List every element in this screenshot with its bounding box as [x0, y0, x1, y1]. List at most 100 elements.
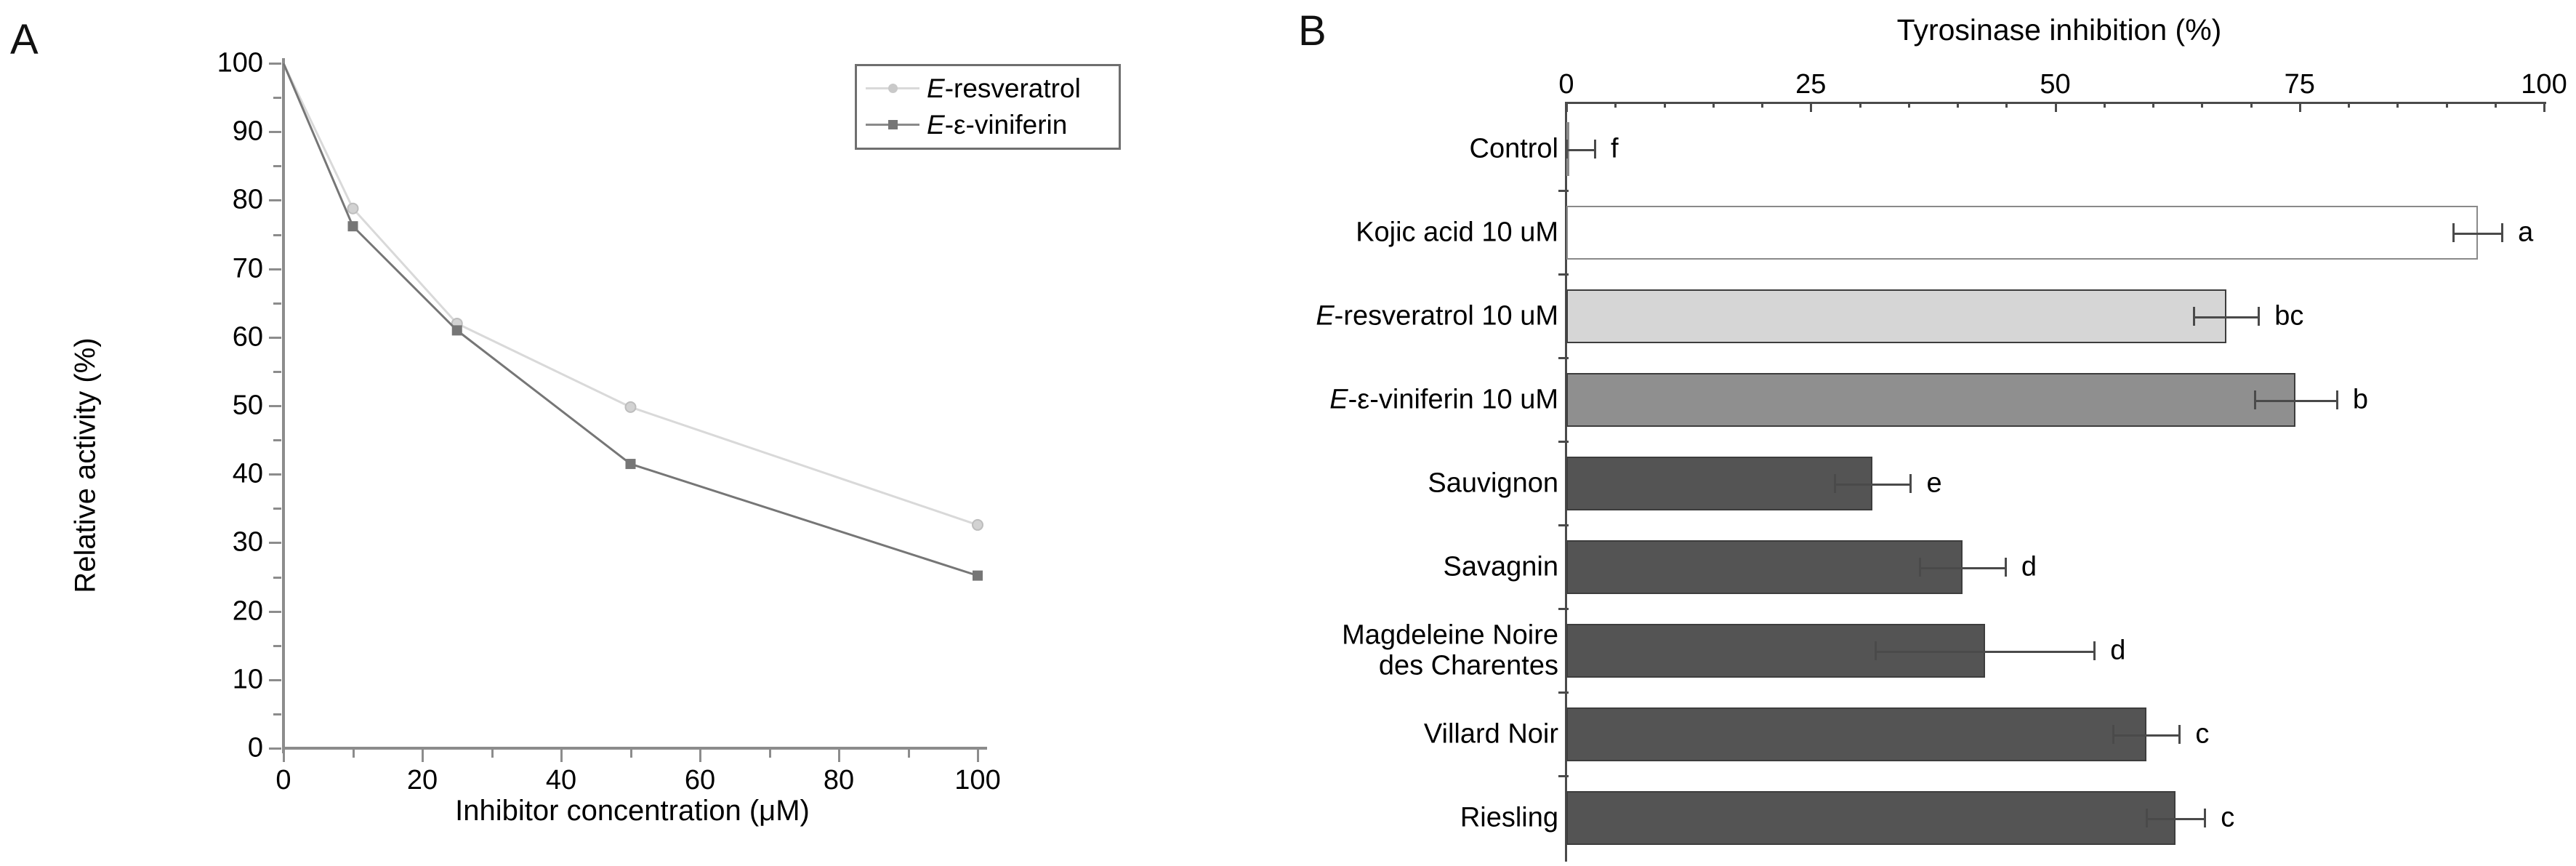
panel-b-x-tick-minor — [1712, 102, 1715, 108]
panel-b-category-label: Sauvignon — [1428, 468, 1558, 499]
panel-a-x-tick — [699, 750, 701, 762]
panel-a-y-tick — [269, 610, 281, 613]
panel-a-x-tick-label: 60 — [684, 765, 716, 795]
panel-b-category-tick — [1558, 608, 1569, 610]
panel-b-x-tick-minor — [2494, 102, 2497, 108]
panel-b-significance-letter: f — [1611, 133, 1619, 164]
panel-a-x-tick-minor — [491, 750, 494, 758]
panel-b-error-cap — [1918, 557, 1921, 577]
panel-b-category-tick — [1558, 357, 1569, 359]
panel-b-significance-letter: e — [1926, 468, 1942, 498]
panel-b-category-label: Riesling — [1460, 802, 1558, 833]
panel-a-y-tick-minor — [273, 713, 281, 715]
panel-b-error-cap — [1909, 473, 1912, 493]
panel-b-bar — [1566, 540, 1963, 594]
panel-a-letter: A — [10, 16, 39, 63]
panel-b-significance-letter: d — [2021, 551, 2037, 582]
panel-a-y-tick — [269, 542, 281, 545]
panel-a-y-tick-minor — [273, 165, 281, 168]
panel-b-error-cap — [1875, 641, 1877, 660]
panel-b-significance-letter: c — [2221, 802, 2235, 833]
panel-a-data-point — [347, 202, 359, 215]
panel-b-x-tick — [2543, 102, 2545, 112]
panel-b-category-tick — [1558, 441, 1569, 443]
panel-b-category-label: Kojic acid 10 uM — [1356, 217, 1558, 248]
panel-b-category-tick — [1558, 691, 1569, 694]
panel-b-error-cap — [2178, 724, 2181, 744]
panel-b-x-tick-minor — [2250, 102, 2253, 108]
panel-b-error-bar — [2254, 399, 2337, 402]
panel-a-y-tick-label: 100 — [217, 47, 263, 79]
panel-b-x-tick — [2298, 102, 2301, 112]
panel-a-x-tick-minor — [907, 750, 910, 758]
panel-a-y-tick — [269, 63, 281, 65]
panel-a-y-axis-label: Relative activity (%) — [69, 337, 102, 593]
panel-b-bar — [1566, 372, 2296, 427]
panel-a-data-point — [451, 325, 462, 336]
panel-a-y-tick — [269, 268, 281, 270]
panel-b-x-tick — [1566, 102, 1568, 112]
panel-a-y-tick-minor — [273, 644, 281, 647]
panel-a-y-tick-label: 80 — [232, 184, 263, 215]
panel-b-significance-letter: a — [2518, 217, 2534, 247]
panel-b-error-cap — [1833, 473, 1836, 493]
panel-a-y-tick-label: 20 — [232, 596, 263, 627]
panel-b-error-cap — [2452, 222, 2455, 242]
panel-a-y-tick-label: 90 — [232, 116, 263, 147]
panel-b-category-label: Control — [1469, 133, 1559, 164]
panel-a-y-tick-minor — [273, 97, 281, 100]
legend-key-resveratrol-icon — [866, 81, 919, 97]
panel-a-y-tick-minor — [273, 576, 281, 579]
panel-a-x-tick — [838, 750, 840, 762]
panel-b-significance-letter: c — [2195, 718, 2210, 749]
panel-b-significance-letter: b — [2352, 384, 2368, 414]
panel-b-x-tick-minor — [2103, 102, 2106, 108]
panel-b-x-tick-label: 50 — [2040, 69, 2071, 100]
panel-a-y-tick-minor — [273, 439, 281, 442]
panel-a-x-tick — [283, 750, 285, 762]
panel-a-y-tick-label: 40 — [232, 458, 263, 489]
panel-a-x-axis-label: Inhibitor concentration (μM) — [455, 795, 810, 827]
panel-b-x-tick — [2054, 102, 2057, 112]
legend-label-resveratrol: E-resveratrol — [927, 73, 1081, 103]
panel-b-error-cap — [2253, 390, 2256, 409]
panel-b-error-cap — [2204, 808, 2207, 827]
panel-b-x-tick-minor — [2152, 102, 2154, 108]
panel-a-y-axis-line — [282, 58, 285, 753]
panel-b-error-bar — [2452, 232, 2503, 235]
panel-b-error-cap — [2093, 641, 2096, 660]
panel-a-x-tick-label: 0 — [275, 765, 291, 795]
panel-a-y-tick-label: 70 — [232, 253, 263, 284]
panel-a-y-tick-minor — [273, 370, 281, 373]
legend-item-viniferin: E-ε-viniferin — [866, 107, 1111, 143]
panel-b-error-bar — [2112, 734, 2180, 737]
panel-b-x-tick-minor — [2005, 102, 2008, 108]
panel-a-y-tick — [269, 199, 281, 202]
panel-a-y-tick-label: 10 — [232, 664, 263, 695]
panel-a-x-tick-label: 20 — [406, 765, 438, 795]
panel-b-error-cap — [2145, 808, 2148, 827]
panel-b-x-tick-minor — [2396, 102, 2399, 108]
panel-a-x-tick-minor — [352, 750, 355, 758]
panel-a-y-tick-minor — [273, 302, 281, 305]
panel-a-y-tick-minor — [273, 233, 281, 236]
panel-a-y-tick — [269, 336, 281, 339]
panel-a-x-tick — [977, 750, 979, 762]
panel-b-error-cap — [2193, 306, 2196, 326]
panel-b-significance-letter: bc — [2274, 300, 2304, 331]
panel-b-category-label: E-resveratrol 10 uM — [1316, 300, 1558, 332]
panel-a-y-tick — [269, 405, 281, 407]
panel-b-error-cap — [2501, 222, 2504, 242]
panel-b-letter: B — [1298, 7, 1327, 55]
panel-b-error-bar — [1834, 483, 1911, 486]
panel-a-data-point — [972, 518, 983, 531]
panel-a-data-point — [973, 570, 983, 581]
panel-a-data-point — [625, 459, 636, 470]
panel-b-x-tick-minor — [1957, 102, 1959, 108]
panel-a-data-point — [347, 221, 358, 232]
panel-a-y-tick — [269, 678, 281, 681]
panel-a-data-point — [624, 401, 637, 413]
panel-a-y-tick — [269, 747, 281, 750]
panel-b-x-tick-label: 0 — [1558, 69, 1574, 100]
